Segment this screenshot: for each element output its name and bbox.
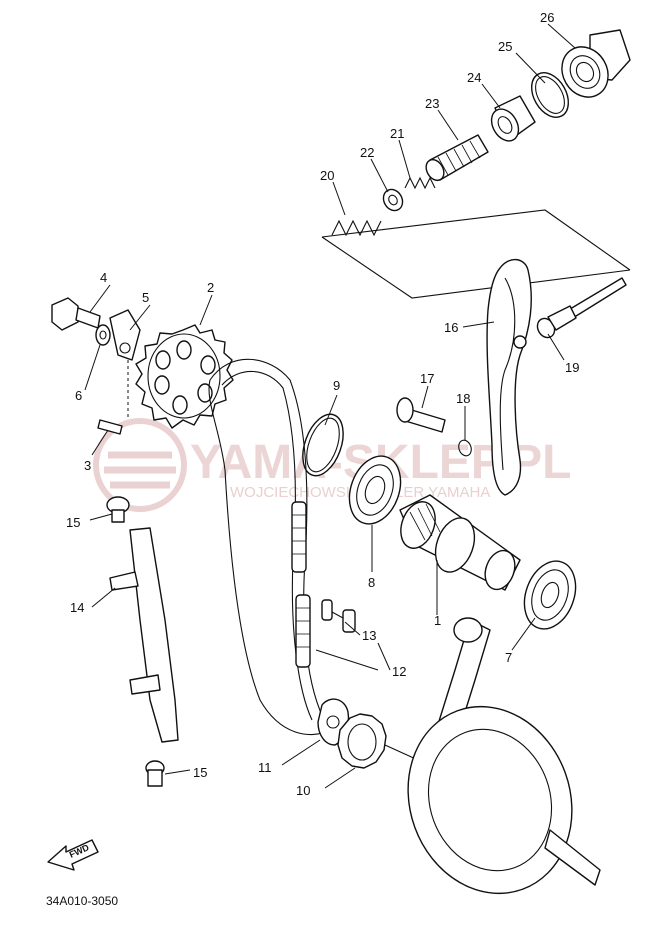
part-3-dowel-pin [97, 419, 123, 435]
part-18-circlip [458, 439, 472, 457]
part-11-plate-hole [326, 715, 340, 729]
callout-13: 13 [362, 628, 376, 643]
callout-19: 19 [565, 360, 579, 375]
part-12-chain-links [291, 501, 311, 668]
part-26-cap-bolt [561, 29, 631, 98]
part-23-tensioner-rod [425, 134, 489, 182]
forward-arrow-icon: FWD [47, 839, 99, 871]
callout-16: 16 [444, 320, 458, 335]
part-15-bolt-bottom [145, 760, 165, 787]
callout-3: 3 [84, 458, 91, 473]
callout-1: 1 [434, 613, 441, 628]
callout-labels: 26 25 24 23 21 22 20 19 16 17 18 9 8 1 7… [66, 10, 579, 798]
callout-14: 14 [70, 600, 84, 615]
diagram-code: 34A010-3050 [46, 894, 118, 908]
part-25-o-ring [530, 72, 570, 118]
part-10-crank-sprocket [337, 713, 387, 769]
callout-15-bottom: 15 [193, 765, 207, 780]
callout-21: 21 [390, 126, 404, 141]
part-1-camshaft [399, 494, 521, 591]
part-20-spring [331, 219, 382, 237]
callout-25: 25 [498, 39, 512, 54]
callout-9: 9 [333, 378, 340, 393]
part-12-cam-chain [208, 358, 331, 736]
leader-lines [84, 23, 576, 789]
callout-4: 4 [100, 270, 107, 285]
callout-22: 22 [360, 145, 374, 160]
tensioner-group-outline [321, 209, 631, 299]
callout-2: 2 [207, 280, 214, 295]
callout-20: 20 [320, 168, 334, 183]
part-9-circlip-inner [306, 417, 340, 473]
part-8-bearing [348, 455, 402, 525]
callout-18: 18 [456, 391, 470, 406]
callout-8: 8 [368, 575, 375, 590]
part-22-washer [382, 188, 404, 212]
part-2-cam-sprocket [135, 324, 234, 429]
callout-7: 7 [505, 650, 512, 665]
part-14-guide-tab-upper [109, 571, 139, 591]
part-14-chain-guide [129, 527, 179, 743]
part-7-bearing [523, 560, 577, 630]
part-14-guide-tab-lower [129, 674, 161, 695]
part-24-tensioner-guide [490, 95, 536, 142]
part-16-chain-guide [486, 258, 532, 496]
part-19-pivot-bolt [536, 277, 627, 339]
callout-5: 5 [142, 290, 149, 305]
part-6-washer [95, 324, 111, 346]
callout-12: 12 [392, 664, 406, 679]
part-16-chain-guide-edge [499, 277, 516, 471]
part-17-stopper-pin [396, 397, 446, 433]
callout-17: 17 [420, 371, 434, 386]
callout-26: 26 [540, 10, 554, 25]
callout-23: 23 [425, 96, 439, 111]
part-13-joint-link [321, 599, 356, 633]
part-4-bolt [51, 297, 101, 331]
callout-11: 11 [258, 760, 272, 775]
watermark-logo-icon [93, 418, 187, 512]
callout-10: 10 [296, 783, 310, 798]
callout-15-top: 15 [66, 515, 80, 530]
part-16-pivot-hole [513, 335, 527, 349]
callout-24: 24 [467, 70, 481, 85]
part-9-circlip [302, 413, 344, 477]
crankshaft-outline [384, 617, 601, 895]
part-15-bolt-top [106, 496, 130, 523]
part-21-spring [404, 176, 436, 190]
part-5-lock-washer [109, 309, 141, 361]
callout-6: 6 [75, 388, 82, 403]
